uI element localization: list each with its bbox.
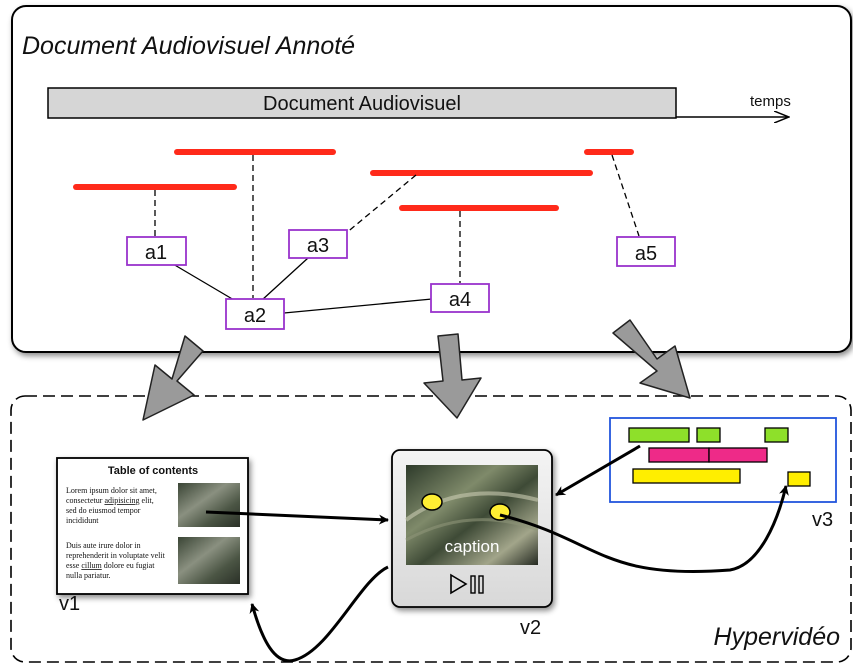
bottom-panel-title: Hypervidéo	[714, 623, 841, 651]
svg-text:a1: a1	[145, 242, 167, 264]
view-label-v2: v2	[520, 617, 541, 639]
v3-segment-green-1[interactable]	[628, 427, 690, 443]
play-pause-controls[interactable]	[450, 573, 484, 595]
annotation-a1: a1	[126, 236, 187, 266]
annotation-a5: a5	[616, 236, 676, 267]
v3-segment-yellow-1[interactable]	[632, 468, 741, 484]
link-v3-to-video	[555, 444, 641, 497]
time-axis-label: temps	[750, 93, 791, 110]
toc-thumbnail-1[interactable]	[178, 483, 240, 527]
v3-segment-yellow-2[interactable]	[787, 471, 811, 487]
view-v3-timeline: v3	[609, 417, 837, 531]
toc-thumbnail-2[interactable]	[178, 537, 240, 584]
v3-segment-pink-1[interactable]	[648, 447, 710, 463]
video-frame[interactable]	[406, 465, 538, 565]
v3-segment-green-3[interactable]	[764, 427, 789, 443]
toc-entry-1-text: Lorem ipsum dolor sit amet, consectetur …	[66, 486, 159, 525]
gray-arrow-v1	[142, 335, 204, 421]
audiovisual-document-bar	[47, 87, 677, 119]
toc-heading: Table of contents	[108, 465, 198, 477]
view-v2-video-player: caption v2	[391, 449, 553, 639]
svg-text:a4: a4	[449, 289, 471, 311]
v3-segment-green-2[interactable]	[696, 427, 721, 443]
link-toc-to-video	[205, 510, 389, 525]
annotation-a3: a3	[288, 229, 348, 259]
v3-segment-pink-2[interactable]	[708, 447, 768, 463]
top-panel-title: Document Audiovisuel Annoté	[22, 32, 355, 60]
timeline-label: Document Audiovisuel	[263, 93, 461, 115]
annotation-a2: a2	[225, 298, 285, 330]
segment-links	[154, 154, 640, 298]
annotation-segments	[73, 149, 634, 211]
view-v1-table-of-contents: Table of contents Lorem ipsum dolor sit …	[56, 457, 249, 615]
svg-text:a5: a5	[635, 243, 657, 265]
view-label-v1: v1	[59, 593, 80, 615]
navigation-links	[205, 444, 789, 663]
view-label-v3: v3	[812, 509, 833, 531]
gray-arrow-v3	[612, 319, 691, 399]
video-caption: caption	[445, 537, 500, 556]
toc-entry-2-text: Duis aute irure dolor in reprehenderit i…	[66, 541, 167, 580]
annotation-a4: a4	[430, 283, 490, 313]
link-hotspot-to-v3	[499, 485, 789, 574]
svg-text:a2: a2	[244, 305, 266, 327]
link-video-to-toc	[249, 565, 389, 663]
annotated-document-panel: Document Audiovisuel Annoté Document Aud…	[11, 5, 852, 353]
svg-text:a3: a3	[307, 235, 329, 257]
pause-icon-bar-1	[470, 575, 476, 594]
play-icon	[450, 573, 468, 595]
pause-icon-bar-2	[478, 575, 484, 594]
transformation-arrows	[142, 319, 691, 421]
annotation-relations	[172, 257, 433, 314]
hotspot-1[interactable]	[421, 493, 443, 511]
gray-arrow-v2	[423, 333, 482, 419]
